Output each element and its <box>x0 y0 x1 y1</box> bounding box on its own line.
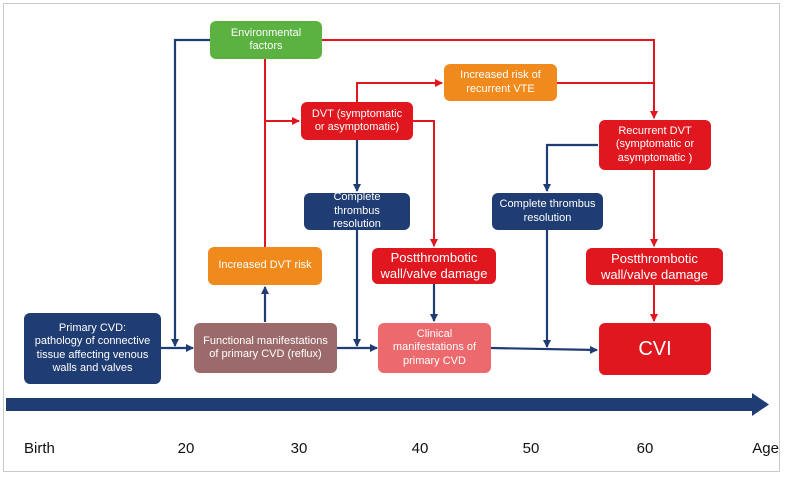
thrombus-resolution-label-2: Complete thrombus resolution <box>499 198 596 224</box>
thrombus-resolution-label-1: Complete thrombus resolution <box>333 191 381 231</box>
arrow-dvt-to-damage <box>412 120 438 247</box>
recurrent-dvt-label: Recurrent DVT (symptomatic or asymptomat… <box>615 124 695 164</box>
recurrent-dvt-box: Recurrent DVT (symptomatic or asymptomat… <box>599 120 711 170</box>
arrow-environmental-to-functional <box>171 38 210 347</box>
arrow-recurrent-to-resolution <box>543 143 598 192</box>
arrow-dvt-to-vte-risk <box>356 79 443 102</box>
cvi-box: CVI <box>599 323 711 375</box>
arrow-clinical-to-cvi <box>490 345 598 354</box>
environmental-factors-label: Environmental factors <box>230 26 302 52</box>
timeline-arrowhead <box>752 393 769 416</box>
timeline-tick-birth: Birth <box>24 440 55 457</box>
postthrombotic-damage-box-1: Postthrombotic wall/valve damage <box>372 248 496 284</box>
dvt-label: DVT (symptomatic or asymptomatic) <box>311 107 403 133</box>
functional-manifestations-label: Functional manifestations of primary CVD… <box>203 334 328 360</box>
timeline-tick-40: 40 <box>411 440 429 457</box>
timeline-tick-30: 30 <box>290 440 308 457</box>
primary-cvd-box: Primary CVD: pathology of connective tis… <box>24 313 161 384</box>
arrow-environmental-to-recurrent <box>322 39 658 119</box>
timeline-tick-age: Age <box>752 440 779 457</box>
clinical-manifestations-box: Clinical manifestations of primary CVD <box>378 323 491 373</box>
clinical-manifestations-label: Clinical manifestations of primary CVD <box>392 327 477 367</box>
increased-vte-risk-label: Increased risk of recurrent VTE <box>460 69 541 95</box>
timeline-tick-20: 20 <box>177 440 195 457</box>
increased-dvt-risk-box: Increased DVT risk <box>208 247 322 285</box>
primary-cvd-label: Primary CVD: pathology of connective tis… <box>34 321 151 374</box>
environmental-factors-box: Environmental factors <box>210 21 322 59</box>
dvt-box: DVT (symptomatic or asymptomatic) <box>301 102 413 140</box>
thrombus-resolution-box-1: Complete thrombus resolution <box>304 191 410 231</box>
diagram-frame <box>3 3 780 472</box>
postthrombotic-damage-label-1: Postthrombotic wall/valve damage <box>380 250 488 281</box>
timeline-bar <box>6 398 754 411</box>
cvi-label: CVI <box>638 337 672 360</box>
thrombus-resolution-box-2: Complete thrombus resolution <box>492 193 603 230</box>
functional-manifestations-box: Functional manifestations of primary CVD… <box>194 323 337 373</box>
increased-dvt-risk-label: Increased DVT risk <box>218 259 312 272</box>
increased-vte-risk-box: Increased risk of recurrent VTE <box>444 64 557 101</box>
timeline-tick-60: 60 <box>636 440 654 457</box>
postthrombotic-damage-label-2: Postthrombotic wall/valve damage <box>601 250 708 282</box>
postthrombotic-damage-box-2: Postthrombotic wall/valve damage <box>586 248 723 285</box>
arrow-environmental-to-dvt <box>264 59 300 125</box>
timeline-tick-50: 50 <box>522 440 540 457</box>
